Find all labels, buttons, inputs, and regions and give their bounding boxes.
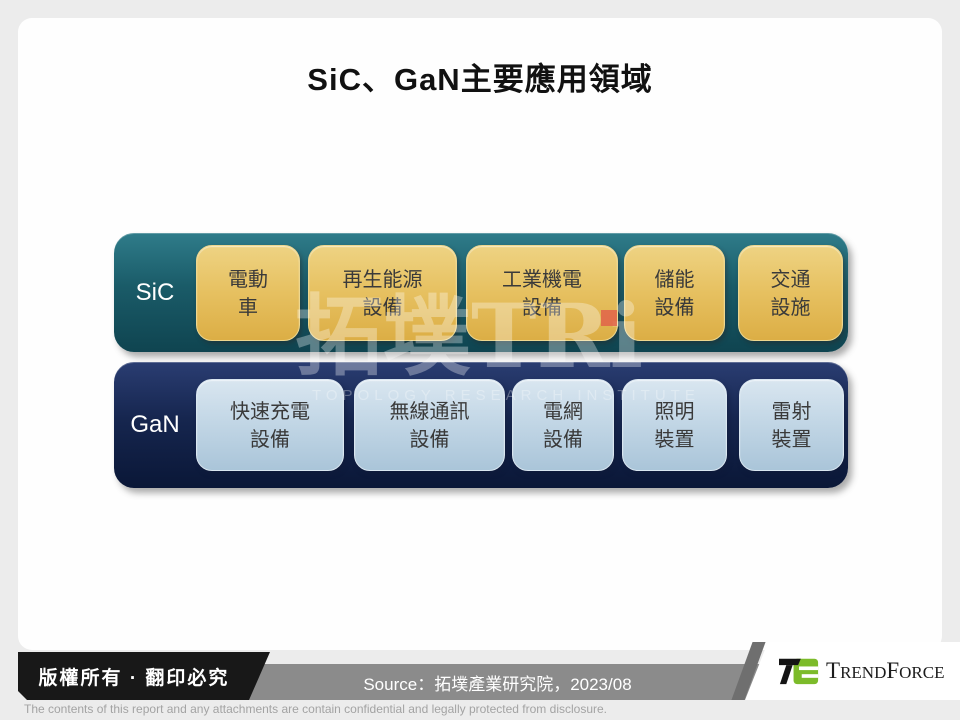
app-box-label: 照明 bbox=[654, 399, 695, 423]
trendforce-wordmark-part: REND bbox=[840, 663, 887, 682]
app-box-label: 設備 bbox=[362, 294, 403, 319]
app-box-label: 電網 bbox=[543, 399, 583, 423]
app-box-label: 電動 bbox=[228, 266, 268, 291]
app-box-label: 交通 bbox=[770, 266, 811, 291]
gan-row-label: GaN bbox=[130, 411, 180, 438]
trendforce-wordmark-part: ORCE bbox=[899, 663, 945, 682]
gan-boxes: 快速充電 設備 無線通訊 設備 電網 設備 照明 裝置 雷射 裝置 bbox=[196, 379, 848, 471]
app-box-label: 工業機電 bbox=[502, 266, 582, 291]
app-box-label: 儲能 bbox=[654, 266, 695, 291]
disclaimer-text: The contents of this report and any atta… bbox=[24, 702, 607, 716]
app-box-label: 設備 bbox=[543, 427, 583, 451]
copyright-text: 版權所有 · 翻印必究 bbox=[38, 667, 230, 689]
source-text: Source：拓墣產業研究院，2023/08 bbox=[363, 674, 632, 694]
app-box-label: 設施 bbox=[770, 294, 811, 319]
trendforce-logo: TRENDFORCE bbox=[745, 642, 960, 700]
copyright-banner: 版權所有 · 翻印必究 bbox=[18, 652, 270, 700]
trendforce-wordmark: TRENDFORCE bbox=[826, 658, 944, 684]
source-bar: Source：拓墣產業研究院，2023/08 bbox=[230, 664, 765, 700]
app-box-renewable-energy: 再生能源 設備 bbox=[308, 244, 457, 341]
app-box-industrial-mechatronics: 工業機電 設備 bbox=[466, 244, 618, 341]
app-box-label: 再生能源 bbox=[342, 266, 423, 291]
app-box-label: 設備 bbox=[654, 294, 695, 319]
trendforce-wordmark-part: F bbox=[886, 658, 900, 683]
slide-card: SiC、GaN主要應用領域 SiC 電動 車 再生能源 設備 工業機電 設備 儲… bbox=[18, 18, 942, 650]
app-box-energy-storage: 儲能 設備 bbox=[624, 244, 725, 341]
app-box-label: 雷射 bbox=[771, 399, 812, 423]
sic-boxes: 電動 車 再生能源 設備 工業機電 設備 儲能 設備 交通 設施 bbox=[196, 244, 848, 341]
app-box-electric-vehicle: 電動 車 bbox=[196, 244, 300, 341]
app-box-label: 設備 bbox=[522, 294, 562, 319]
app-box-laser: 雷射 裝置 bbox=[739, 379, 844, 471]
sic-row: SiC 電動 車 再生能源 設備 工業機電 設備 儲能 設備 bbox=[114, 233, 848, 352]
app-box-transport-infrastructure: 交通 設施 bbox=[738, 244, 843, 341]
app-box-label: 裝置 bbox=[771, 427, 812, 451]
app-box-lighting: 照明 裝置 bbox=[622, 379, 727, 471]
app-box-fast-charging: 快速充電 設備 bbox=[196, 379, 344, 471]
app-box-label: 車 bbox=[238, 294, 258, 319]
trendforce-wordmark-part: T bbox=[826, 658, 841, 683]
sic-row-label: SiC bbox=[135, 278, 175, 306]
app-box-label: 無線通訊 bbox=[389, 399, 470, 423]
app-box-label: 設備 bbox=[250, 427, 290, 451]
gan-row: GaN 快速充電 設備 無線通訊 設備 電網 設備 照明 裝置 bbox=[114, 362, 848, 488]
trendforce-icon bbox=[779, 658, 819, 685]
app-box-label: 快速充電 bbox=[230, 399, 310, 423]
app-box-label: 裝置 bbox=[654, 427, 695, 451]
app-box-wireless-comm: 無線通訊 設備 bbox=[354, 379, 505, 471]
app-box-label: 設備 bbox=[409, 427, 450, 451]
app-box-power-grid: 電網 設備 bbox=[512, 379, 614, 471]
slide-title: SiC、GaN主要應用領域 bbox=[307, 62, 653, 97]
